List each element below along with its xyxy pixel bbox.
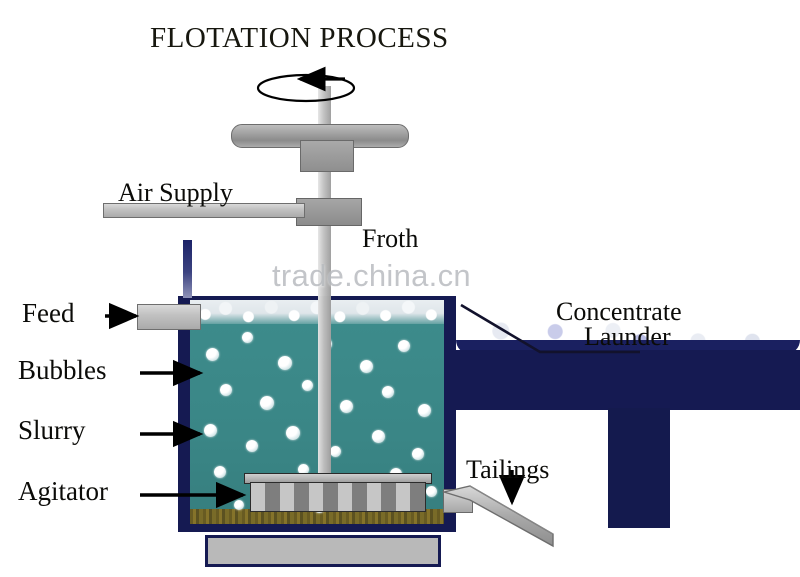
tank-overflow-lip [183, 240, 192, 298]
label-launder: Launder [584, 322, 671, 351]
bubble [260, 396, 274, 410]
feed-inlet-pipe [137, 304, 201, 330]
bubble [242, 332, 253, 343]
bubble [340, 400, 353, 413]
label-bubbles: Bubbles [18, 355, 107, 385]
page-title: FLOTATION PROCESS [150, 22, 449, 54]
concentrate-launder-body [456, 350, 800, 410]
bubble [246, 440, 258, 452]
label-concentrate: Concentrate [556, 297, 682, 326]
froth-layer [190, 300, 444, 324]
tank-base-plinth [205, 535, 441, 567]
bubble [360, 360, 373, 373]
tailings-chute-edge [469, 485, 554, 535]
bubble [214, 466, 226, 478]
air-supply-pipe [103, 203, 305, 218]
bubble [418, 404, 431, 417]
label-tailings: Tailings [466, 455, 550, 484]
tailings-chute [441, 485, 554, 548]
label-feed: Feed [22, 298, 75, 328]
bubble [302, 380, 313, 391]
bubble [278, 356, 292, 370]
bubble [426, 486, 437, 497]
label-slurry: Slurry [18, 415, 86, 445]
label-air-supply: Air Supply [118, 178, 233, 207]
bubble [398, 340, 410, 352]
bubble [372, 430, 385, 443]
sediment-bed [190, 509, 444, 524]
label-froth: Froth [362, 224, 419, 253]
drive-shaft-lower [318, 296, 331, 476]
bubble [204, 424, 217, 437]
launder-support-column [608, 408, 670, 528]
bubble [330, 446, 341, 457]
bubble [382, 386, 394, 398]
agitator-impeller [250, 482, 426, 512]
bubble [286, 426, 300, 440]
bubble [220, 384, 232, 396]
concentrate-leader-line [460, 303, 640, 354]
bubble [206, 348, 219, 361]
bubble [412, 448, 424, 460]
label-agitator: Agitator [18, 476, 108, 506]
drive-hub [300, 140, 354, 172]
bubble [298, 464, 309, 475]
